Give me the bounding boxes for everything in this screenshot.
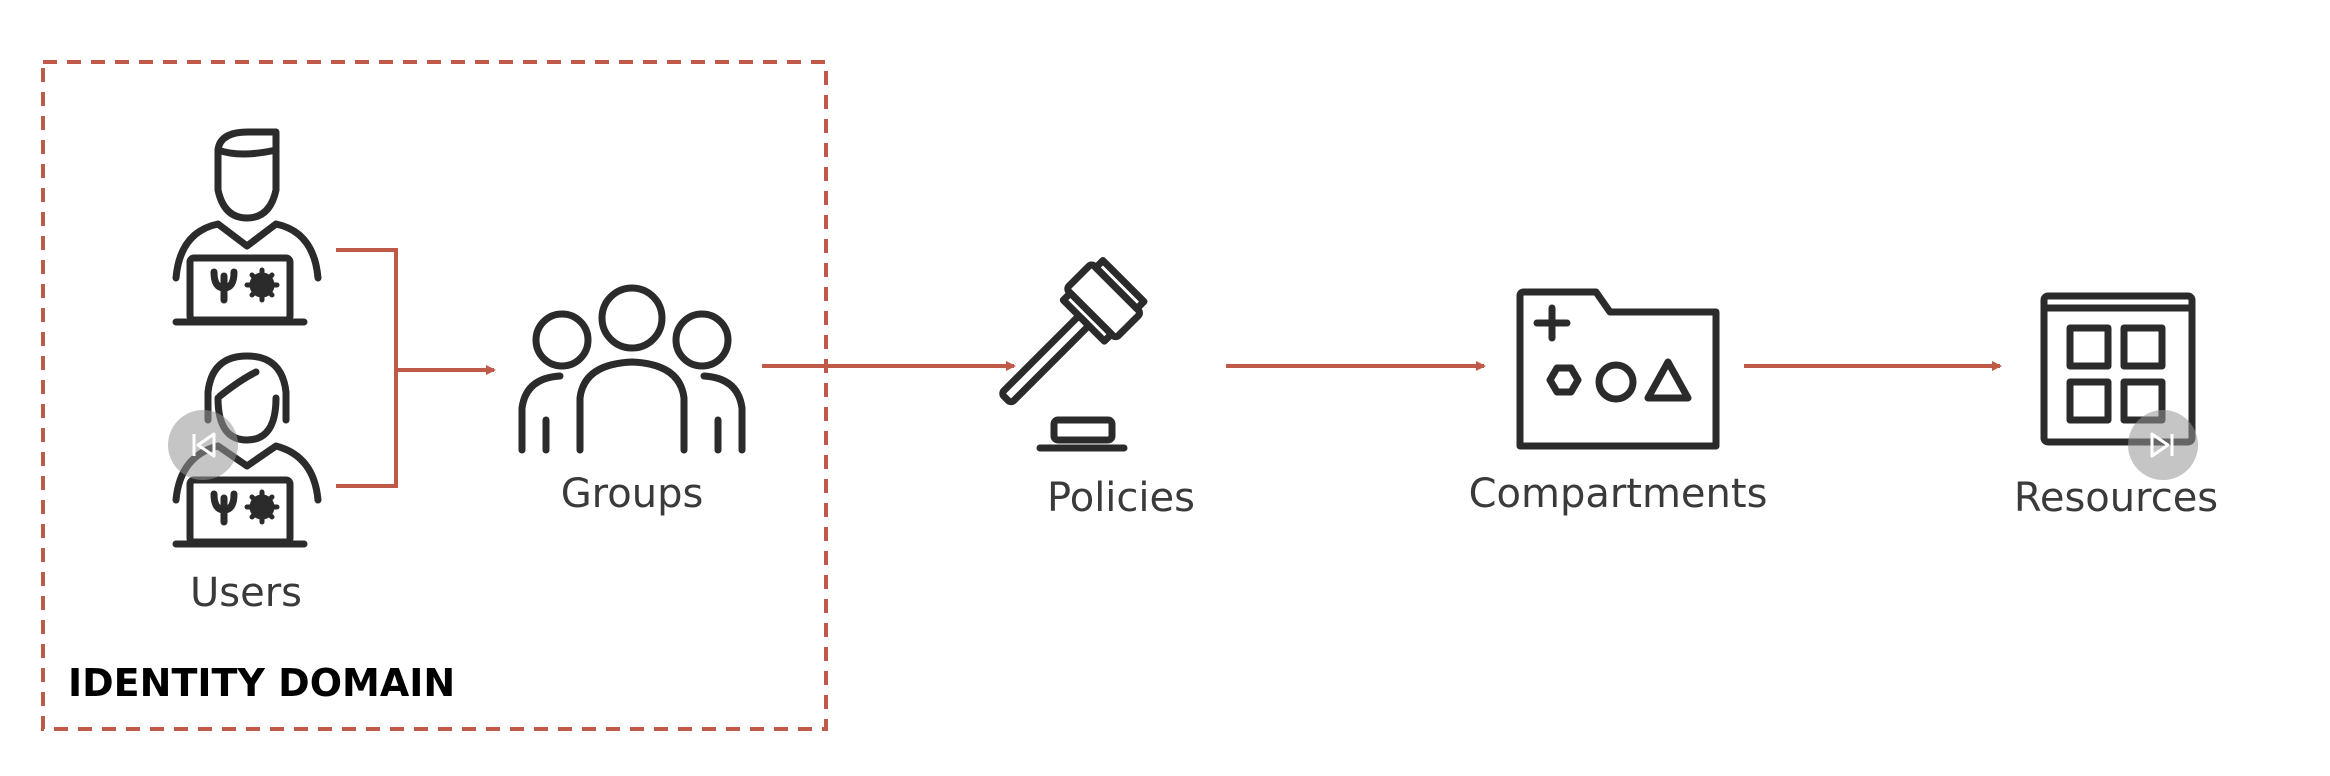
users-to-groups-connector xyxy=(336,248,496,488)
next-button[interactable] xyxy=(2128,410,2198,480)
identity-domain-border xyxy=(41,60,828,731)
skip-back-icon xyxy=(192,432,216,458)
previous-button[interactable] xyxy=(168,410,238,480)
folder-shapes-icon xyxy=(1516,288,1720,450)
user-male-icon xyxy=(172,128,322,326)
node-label-resources: Resources xyxy=(2013,475,2219,521)
node-label-policies: Policies xyxy=(1047,475,1195,521)
node-label-groups: Groups xyxy=(560,471,704,517)
gavel-icon xyxy=(999,257,1148,452)
skip-forward-icon xyxy=(2150,432,2174,458)
grid-window-icon xyxy=(2040,292,2196,446)
group-icon xyxy=(518,284,746,454)
user-female-icon xyxy=(172,352,322,548)
node-label-users: Users xyxy=(189,570,303,616)
node-label-compartments: Compartments xyxy=(1468,471,1768,517)
identity-domain-label: IDENTITY DOMAIN xyxy=(68,661,456,705)
